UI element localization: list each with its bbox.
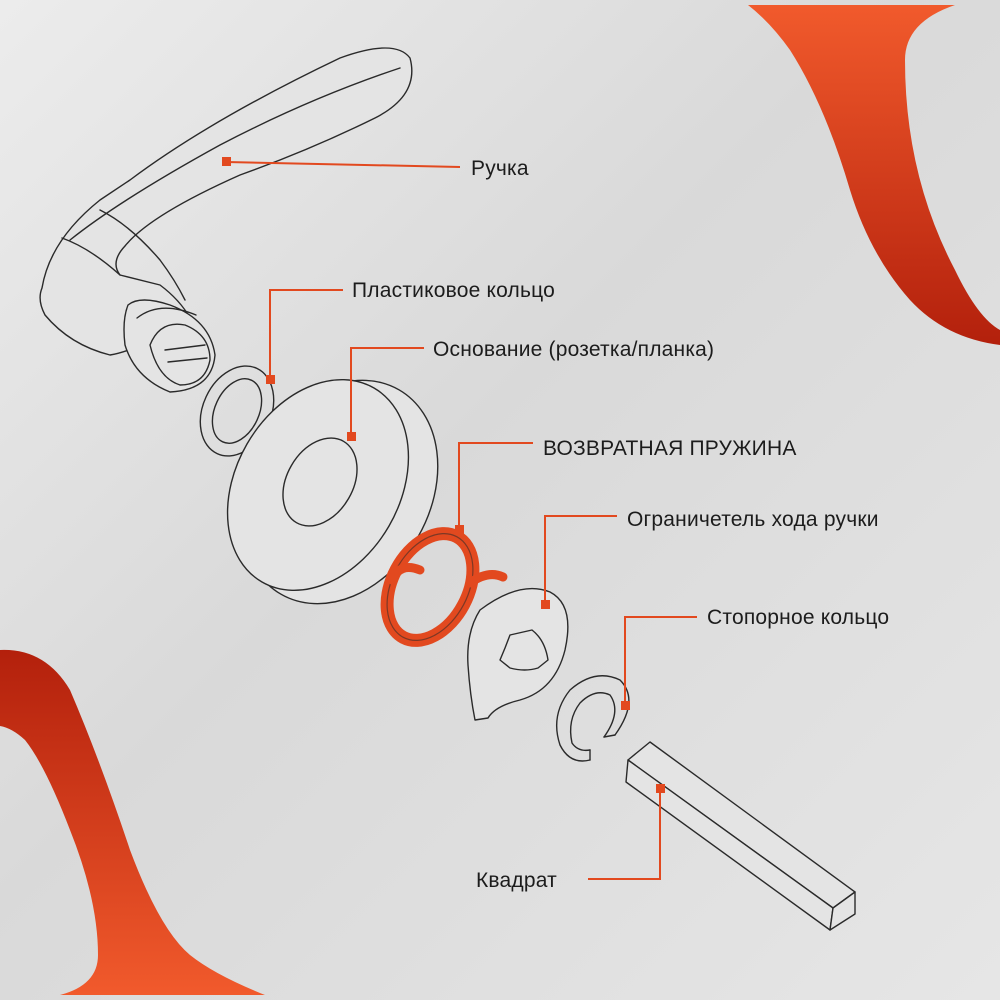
callout-base: Основание (розетка/планка) <box>347 338 714 441</box>
plastic-ring-inner <box>211 378 263 444</box>
callout-spindle: Квадрат <box>476 784 665 892</box>
label-return-spring: ВОЗВРАТНАЯ ПРУЖИНА <box>543 437 797 460</box>
handle-lever-ridge <box>69 67 401 241</box>
label-base: Основание (розетка/планка) <box>433 338 714 361</box>
callout-handle: Ручка <box>222 157 529 180</box>
rosette-hole <box>282 437 358 527</box>
handle-neck-line-2 <box>61 237 121 276</box>
handle-neck-line <box>99 209 186 301</box>
label-handle: Ручка <box>471 157 529 180</box>
retaining-ring-inner <box>569 692 616 752</box>
retaining-ring-part <box>556 675 630 762</box>
decor-swoosh-bottom-left <box>0 649 265 995</box>
label-spindle: Квадрат <box>476 869 557 892</box>
callout-retaining-ring: Стопорное кольцо <box>621 606 889 710</box>
handle-collar-ring <box>136 307 197 319</box>
handle-part <box>39 47 413 393</box>
callout-travel-limiter: Ограничетель хода ручки <box>541 508 879 609</box>
return-spring-hook-left <box>387 563 425 585</box>
label-plastic-ring: Пластиковое кольцо <box>352 279 555 302</box>
travel-limiter-cutout <box>499 629 549 671</box>
retaining-ring-outer <box>556 675 630 762</box>
retaining-ring-tip-top <box>603 734 616 738</box>
label-retaining-ring: Стопорное кольцо <box>707 606 889 629</box>
spindle-end-face <box>829 891 856 931</box>
travel-limiter-plate <box>467 587 569 721</box>
handle-collar-face <box>149 323 211 386</box>
return-spring-hook-right <box>465 570 508 588</box>
handle-lever <box>39 47 413 356</box>
base-rosette-part <box>226 378 439 605</box>
handle-collar <box>123 299 216 393</box>
rosette-front <box>226 378 410 592</box>
spindle-top-face <box>627 741 856 909</box>
label-travel-limiter: Ограничетель хода ручки <box>627 508 879 531</box>
spindle-part <box>625 741 856 931</box>
travel-limiter-part <box>467 587 569 721</box>
callout-return-spring: ВОЗВРАТНАЯ ПРУЖИНА <box>455 437 797 534</box>
decor-swoosh-top-right <box>748 5 1000 345</box>
callout-plastic-ring: Пластиковое кольцо <box>266 279 555 384</box>
return-spring-part <box>380 527 508 647</box>
handle-collar-slot <box>164 344 208 363</box>
